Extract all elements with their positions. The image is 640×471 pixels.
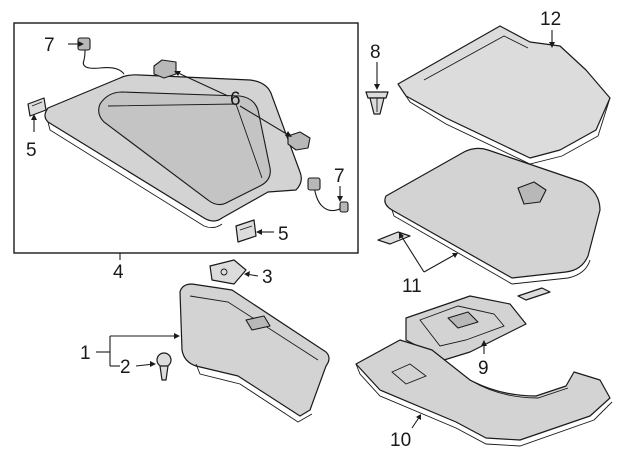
callout-3: 3: [262, 267, 273, 288]
clip-part-2: [156, 352, 172, 381]
high-mount-lamp-part-6-lower: [287, 131, 311, 151]
callout-10: 10: [390, 430, 411, 451]
callout-8: 8: [370, 42, 381, 63]
floor-cover-part-11: [377, 147, 601, 301]
trim-panel-part-1: [179, 283, 330, 423]
callout-9: 9: [478, 358, 489, 379]
push-pin-part-8: [365, 91, 389, 115]
high-mount-lamp-part-6-upper: [153, 59, 177, 79]
callout-5-right: 5: [278, 224, 289, 245]
callout-2: 2: [120, 357, 131, 378]
bracket-part-3: [209, 259, 247, 285]
retainer-part-5-right: [235, 219, 257, 243]
callout-1: 1: [80, 343, 91, 364]
floor-tray-part-10: [355, 339, 613, 447]
floor-panel-part-12: [397, 25, 611, 165]
callout-7-upper: 7: [44, 35, 55, 56]
harness-clip-part-7-upper: [77, 37, 125, 75]
tool-tray-part-9: [405, 295, 527, 361]
callout-11: 11: [402, 276, 422, 297]
callout-12: 12: [540, 9, 561, 30]
callout-4: 4: [113, 262, 124, 283]
callout-6: 6: [230, 89, 241, 110]
assembly-group-frame: [13, 22, 359, 254]
package-tray-part: [44, 74, 302, 229]
harness-clip-part-7-lower: [307, 177, 349, 213]
callout-5-left: 5: [26, 140, 37, 161]
leader-lines: [31, 30, 555, 429]
callout-7-lower: 7: [334, 166, 345, 187]
retainer-part-5-left: [27, 97, 47, 117]
